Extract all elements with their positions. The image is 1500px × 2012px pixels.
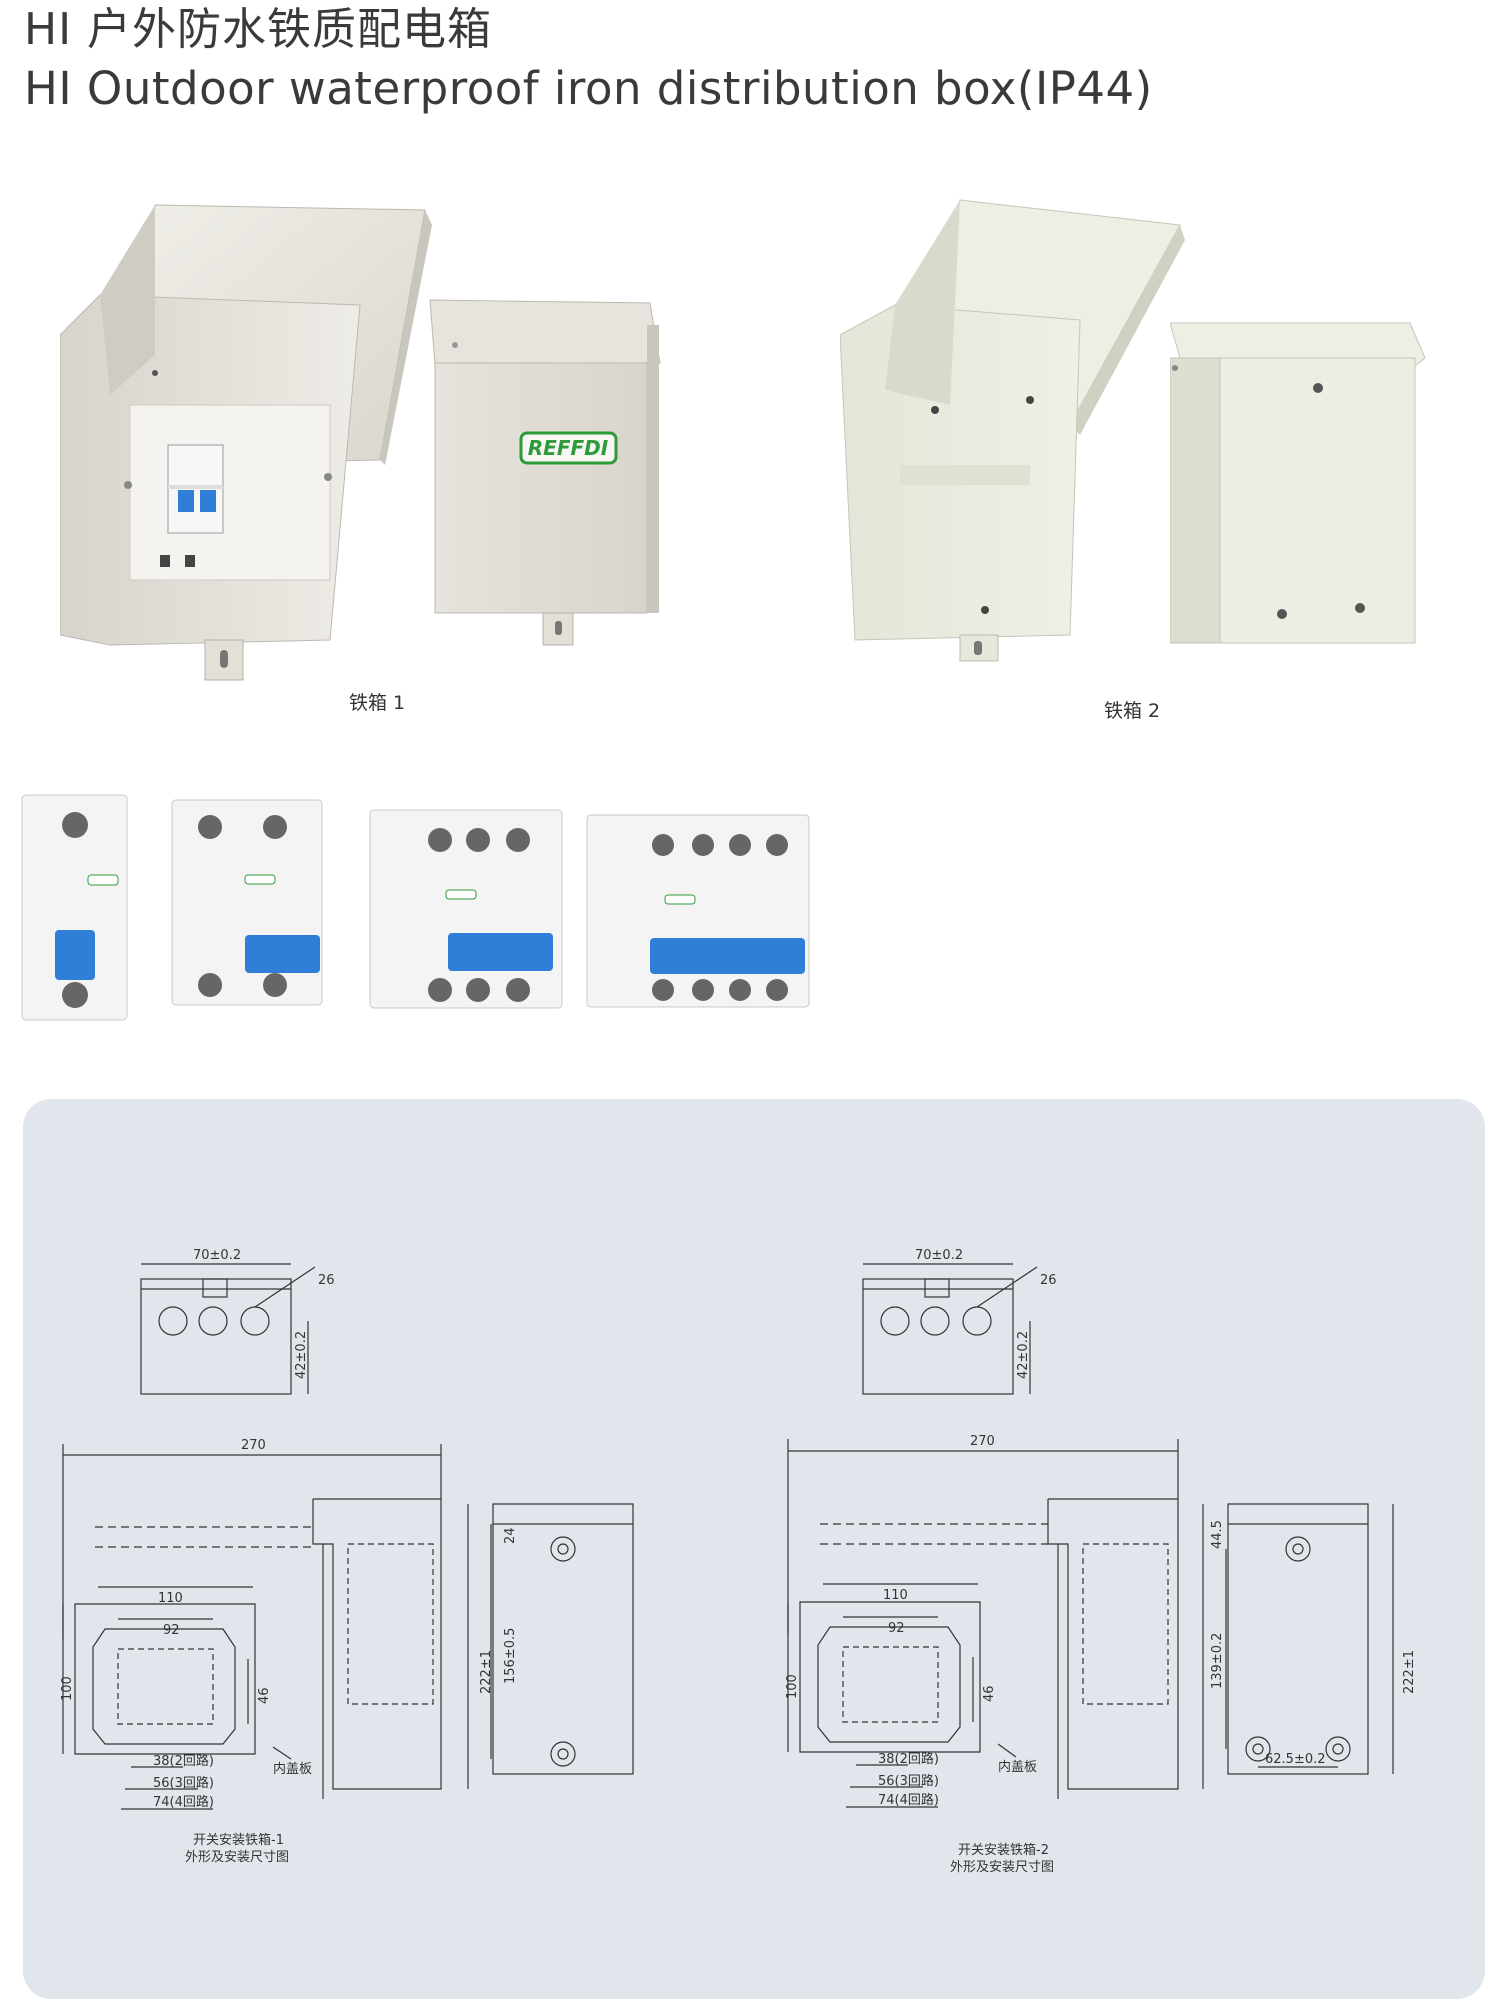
brand-logo-text: REFFDI [528,436,609,460]
d1-slot: 46 [257,1687,272,1704]
d2-total-height: 222±1 [1402,1650,1417,1694]
breaker-2-pole-photo [171,799,323,1006]
d2-inner-width: 92 [888,1621,905,1636]
iron-box-1-open-photo [60,204,432,681]
d2-mount-height: 100 [785,1674,800,1699]
d2-bottom-spacing: 62.5±0.2 [1265,1752,1326,1767]
breaker-4-pole-photo [586,814,810,1008]
d2-circuit-4: 74(4回路) [878,1792,939,1808]
d1-top-width: 70±0.2 [193,1248,241,1263]
dimension-drawing-panel: 70±0.2 26 42±0.2 [23,1099,1485,1999]
d1-top-gap: 24 [503,1527,518,1544]
d2-mount-width: 110 [883,1588,908,1603]
d2-circuit-2: 38(2回路) [878,1751,939,1767]
d1-circuit-3: 56(3回路) [153,1775,214,1791]
d1-hole: 26 [318,1273,335,1288]
box-2-caption: 铁箱 2 [1104,700,1161,722]
d2-circuit-3: 56(3回路) [878,1773,939,1789]
d1-circuit-4: 74(4回路) [153,1794,214,1810]
d1-caption-line1: 开关安装铁箱-1 [193,1832,284,1848]
d2-top-width: 70±0.2 [915,1248,963,1263]
breaker-1-pole-photo [21,794,128,1021]
d1-inner-width: 92 [163,1623,180,1638]
d2-caption-line2: 外形及安装尺寸图 [950,1860,1054,1875]
title-chinese: HI 户外防水铁质配电箱 [24,4,493,55]
d1-mount-width: 110 [158,1591,183,1606]
d1-total-height: 222±1 [479,1650,494,1694]
d1-mount-height: 100 [60,1676,75,1701]
d2-inner-cover: 内盖板 [998,1759,1037,1775]
d1-top-height: 42±0.2 [294,1331,309,1379]
iron-box-2-open-photo [840,199,1185,662]
d1-length: 270 [241,1438,266,1453]
d2-top-gap: 44.5 [1210,1520,1225,1549]
title-english: HI Outdoor waterproof iron distribution … [24,62,1153,115]
d2-hole-spacing: 139±0.2 [1210,1633,1225,1689]
d2-length: 270 [970,1434,995,1449]
breaker-3-pole-photo [369,809,563,1009]
box-1-caption: 铁箱 1 [349,692,406,714]
d2-top-height: 42±0.2 [1016,1331,1031,1379]
d1-inner-cover: 内盖板 [273,1761,312,1777]
d2-caption-line1: 开关安装铁箱-2 [958,1842,1049,1858]
d1-caption-line2: 外形及安装尺寸图 [185,1850,289,1865]
d1-hole-spacing: 156±0.5 [503,1628,518,1684]
d1-circuit-2: 38(2回路) [153,1753,214,1769]
d2-slot: 46 [982,1685,997,1702]
iron-box-1-closed-photo: REFFDI [429,299,661,646]
iron-box-2-closed-photo [1170,322,1426,644]
d2-hole: 26 [1040,1273,1057,1288]
